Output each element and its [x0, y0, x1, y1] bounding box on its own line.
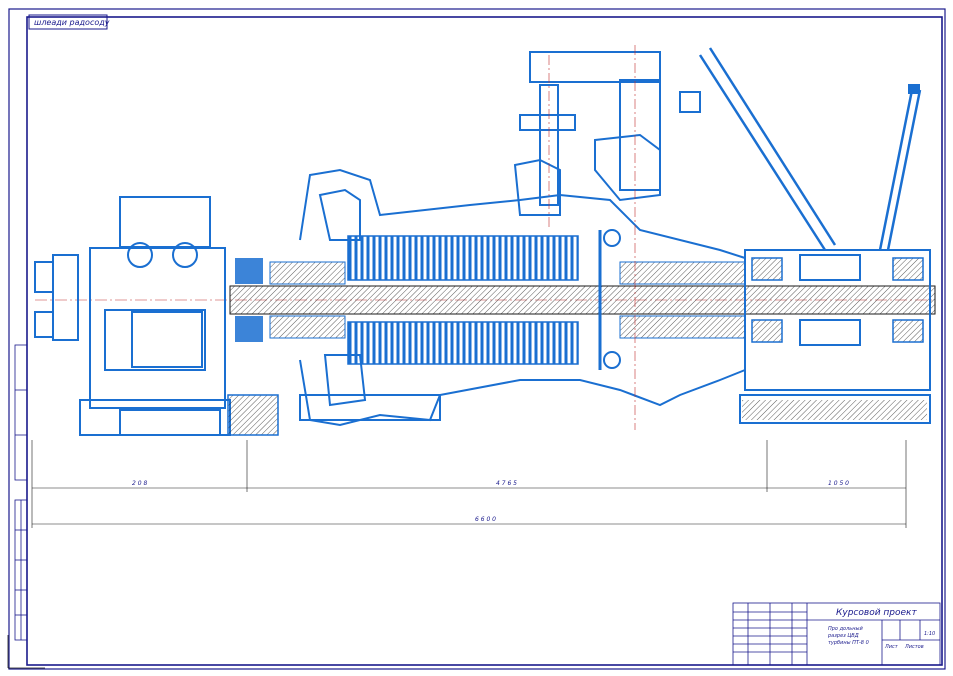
rear-gland-upper	[619, 261, 746, 285]
rotor-shaft	[229, 285, 936, 315]
title-block-desc-3: турбины ПТ-8 0	[828, 640, 869, 646]
front-coupling	[235, 258, 263, 284]
left-margin-stamps	[14, 344, 28, 641]
top-stamp-text: шлеади радосоду	[34, 18, 110, 27]
hp-casing	[299, 168, 746, 427]
title-block-title: Курсовой проект	[836, 608, 917, 618]
dim-right: 1 0 5 0	[828, 480, 849, 487]
rear-bearing-pad-upper	[751, 257, 783, 281]
thrust-pad-lower	[892, 319, 924, 343]
dimension-lines	[31, 440, 907, 528]
title-block-scale: 1:10	[924, 631, 935, 637]
front-bearing-hatch	[227, 394, 279, 436]
title-block-desc-2: разрез ЦВД	[827, 633, 859, 639]
title-block	[732, 602, 941, 666]
top-stamp-box	[28, 14, 108, 30]
title-block-sheets: Листов	[904, 644, 924, 650]
dim-left: 2 0 8	[132, 480, 147, 487]
control-stage-upper	[603, 229, 621, 247]
coordinate-axes-icon	[7, 635, 45, 669]
rear-bearing-housing	[739, 249, 931, 424]
blading-upper	[347, 235, 579, 281]
dim-middle: 4 7 6 5	[496, 480, 517, 487]
front-bearing-housing	[34, 196, 231, 436]
servo-linkage	[698, 47, 922, 251]
dim-overall: 6 6 0 0	[475, 516, 496, 523]
blading-lower	[347, 321, 579, 365]
rear-bearing-pad-lower	[751, 319, 783, 343]
outer-frame	[8, 8, 946, 670]
blading-lower-hatch	[269, 315, 346, 339]
front-coupling-lower	[235, 316, 263, 342]
rear-base-hatch	[742, 400, 927, 420]
rear-gland-lower	[619, 315, 746, 339]
title-block-sheet: Лист	[884, 644, 899, 650]
control-stage-lower	[603, 351, 621, 369]
title-block-desc-1: Про дольный	[828, 626, 863, 632]
linkage-top	[908, 84, 920, 94]
inner-frame	[26, 16, 943, 666]
blading-upper-hatch	[269, 261, 346, 285]
thrust-pad-upper	[892, 257, 924, 281]
control-valve-block	[513, 51, 701, 216]
